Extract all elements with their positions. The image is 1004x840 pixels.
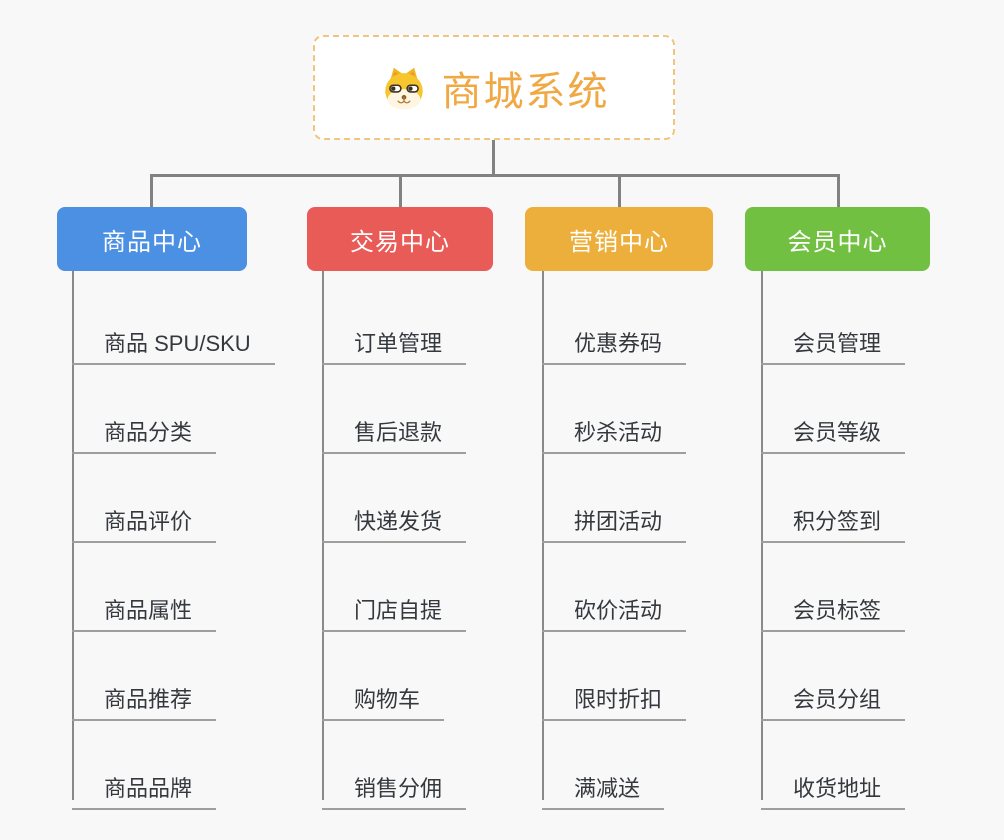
connector-drop-4 xyxy=(837,174,840,207)
trunk-line-member xyxy=(761,271,763,800)
leaf-node[interactable]: 会员管理 xyxy=(761,326,906,365)
connector-drop-3 xyxy=(618,174,621,207)
leaf-node[interactable]: 商品推荐 xyxy=(72,682,217,721)
branch-label: 会员中心 xyxy=(787,228,888,256)
branch-node-marketing-center[interactable]: 营销中心 xyxy=(525,207,713,271)
leaf-node[interactable]: 商品属性 xyxy=(72,593,217,632)
leaf-node[interactable]: 会员标签 xyxy=(761,593,906,632)
leaf-node[interactable]: 限时折扣 xyxy=(542,682,687,721)
branch-label: 交易中心 xyxy=(350,228,450,256)
leaf-node[interactable]: 销售分佣 xyxy=(322,771,467,810)
branch-label: 商品中心 xyxy=(102,228,202,256)
leaf-node[interactable]: 门店自提 xyxy=(322,593,467,632)
branch-node-trade-center[interactable]: 交易中心 xyxy=(307,207,493,271)
connector-root-stem xyxy=(492,140,495,176)
leaf-node[interactable]: 购物车 xyxy=(322,682,445,721)
trunk-line-marketing xyxy=(542,271,544,800)
branch-label: 营销中心 xyxy=(569,228,669,256)
leaf-node[interactable]: 快递发货 xyxy=(322,504,467,543)
leaf-node[interactable]: 售后退款 xyxy=(322,415,467,454)
root-node[interactable]: 商城系统 xyxy=(313,35,675,140)
leaf-node[interactable]: 会员等级 xyxy=(761,415,906,454)
connector-horizontal-bus xyxy=(151,174,838,177)
leaf-node[interactable]: 商品 SPU/SKU xyxy=(72,326,275,365)
leaf-node[interactable]: 砍价活动 xyxy=(542,593,687,632)
leaf-node[interactable]: 订单管理 xyxy=(322,326,467,365)
leaf-node[interactable]: 商品品牌 xyxy=(72,771,217,810)
leaf-node[interactable]: 秒杀活动 xyxy=(542,415,687,454)
branch-node-member-center[interactable]: 会员中心 xyxy=(745,207,930,271)
leaf-node[interactable]: 积分签到 xyxy=(761,504,906,543)
leaf-node[interactable]: 优惠券码 xyxy=(542,326,687,365)
trunk-line-product xyxy=(72,271,74,800)
dog-icon xyxy=(379,64,429,112)
leaf-node[interactable]: 商品评价 xyxy=(72,504,217,543)
branch-node-product-center[interactable]: 商品中心 xyxy=(57,207,247,271)
trunk-line-trade xyxy=(322,271,324,800)
connector-drop-1 xyxy=(150,174,153,207)
leaf-node[interactable]: 满减送 xyxy=(542,771,665,810)
leaf-node[interactable]: 收货地址 xyxy=(761,771,906,810)
connector-drop-2 xyxy=(399,174,402,207)
leaf-node[interactable]: 拼团活动 xyxy=(542,504,687,543)
leaf-node[interactable]: 商品分类 xyxy=(72,415,217,454)
leaf-node[interactable]: 会员分组 xyxy=(761,682,906,721)
root-label: 商城系统 xyxy=(441,69,610,114)
